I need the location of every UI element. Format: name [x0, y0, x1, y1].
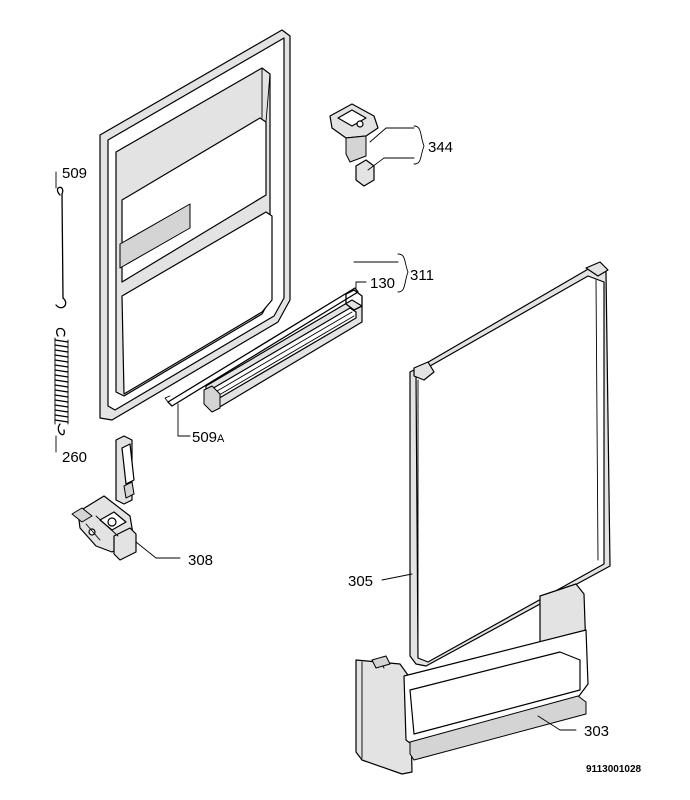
label-509: 509: [62, 165, 87, 182]
leader-509a: [177, 403, 191, 437]
label-344: 344: [428, 139, 453, 156]
outer-door-top-cap-right: [585, 261, 609, 277]
door-spring-509: [55, 186, 67, 309]
inner-door-edge-detail: [115, 67, 271, 393]
bracket-311: [397, 253, 409, 293]
hinge-308: [71, 435, 137, 561]
plinth-body: [355, 659, 413, 775]
inner-door-control-slot: [119, 203, 191, 269]
tension-spring-260: [54, 327, 69, 436]
label-130: 130: [370, 275, 395, 292]
leader-344b: [367, 157, 415, 171]
door-latch-344: [329, 103, 379, 187]
leader-303: [537, 715, 577, 731]
label-303: 303: [584, 723, 609, 740]
label-509a-suffix: A: [217, 433, 225, 445]
leader-lines: [55, 125, 577, 731]
seal-strip-509a: [164, 287, 359, 407]
label-260: 260: [62, 449, 87, 466]
outer-door-face: [415, 275, 605, 663]
leader-130: [355, 281, 367, 289]
label-308: 308: [188, 552, 213, 569]
outer-door-panel-305: [409, 261, 611, 667]
plinth-bottom-lip: [409, 695, 587, 761]
leader-344a: [369, 127, 415, 143]
label-311: 311: [410, 267, 434, 284]
plinth-303: [355, 583, 589, 775]
label-305: 305: [348, 573, 373, 590]
inner-door-frame: [99, 29, 291, 421]
plinth-tray: [409, 651, 581, 735]
label-509a-number: 509: [192, 429, 217, 446]
label-509a: 509A: [192, 429, 225, 446]
outer-door-top-cap: [413, 361, 435, 381]
drawing-code: 9113001028: [586, 764, 642, 775]
bracket-344: [413, 125, 425, 165]
inner-door-lower-panel: [121, 211, 273, 395]
gasket-130: [203, 289, 363, 413]
leader-308: [135, 541, 181, 559]
leader-305: [381, 573, 413, 581]
